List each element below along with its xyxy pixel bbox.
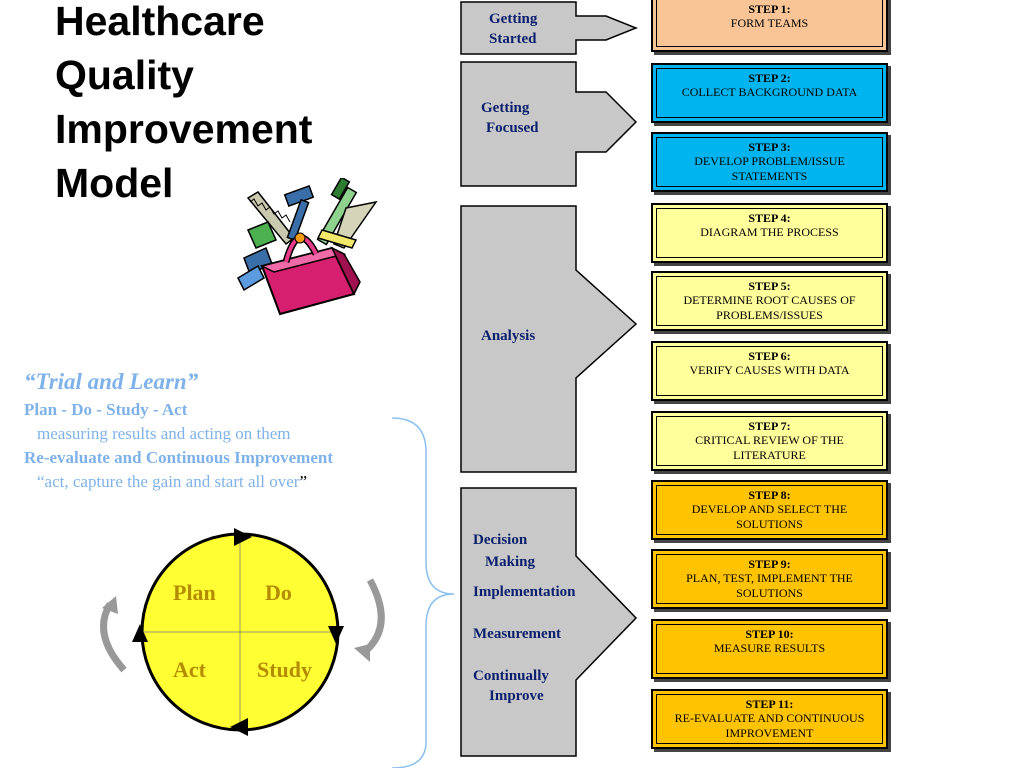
step-text: DIAGRAM THE PROCESS [700, 225, 839, 239]
step-text: VERIFY CAUSES WITH DATA [689, 363, 850, 377]
phase-line: Continually [473, 668, 549, 684]
phase-line: Started [489, 31, 537, 47]
phase-getting-focused: Getting Focused [481, 98, 539, 138]
step-inner: STEP 2:COLLECT BACKGROUND DATA [656, 68, 883, 118]
cycle-arrow-icon [100, 602, 127, 673]
cycle-arrow-icon [359, 578, 385, 657]
title-line-3: Improvement [55, 106, 313, 152]
step-box-9: STEP 9:PLAN, TEST, IMPLEMENT THE SOLUTIO… [651, 549, 888, 609]
step-text: COLLECT BACKGROUND DATA [681, 85, 858, 99]
phase-line: Getting [489, 11, 538, 27]
phase-line: Measurement [473, 626, 562, 642]
step-number: STEP 3: [748, 140, 791, 154]
step-number: STEP 6: [748, 349, 791, 363]
step-box-3: STEP 3:DEVELOP PROBLEM/ISSUE STATEMENTS [651, 132, 888, 192]
act-quote-text: “act, capture the gain and start all ove… [37, 472, 300, 491]
step-text: MEASURE RESULTS [713, 641, 826, 655]
phase-line: Making [485, 554, 536, 570]
step-number: STEP 9: [748, 557, 791, 571]
plan-label: Plan [173, 580, 216, 605]
step-inner: STEP 5:DETERMINE ROOT CAUSES OF PROBLEMS… [656, 276, 883, 326]
step-number: STEP 2: [748, 71, 791, 85]
step-text: FORM TEAMS [730, 16, 809, 30]
measuring-line: measuring results and acting on them [37, 424, 291, 443]
step-text: DEVELOP PROBLEM/ISSUE STATEMENTS [694, 154, 845, 183]
step-box-5: STEP 5:DETERMINE ROOT CAUSES OF PROBLEMS… [651, 271, 888, 331]
trial-heading: “Trial and Learn” [24, 369, 199, 394]
step-number: STEP 10: [745, 627, 794, 641]
step-inner: STEP 1:FORM TEAMS [656, 0, 883, 47]
step-inner: STEP 8:DEVELOP AND SELECT THE SOLUTIONS [656, 485, 883, 535]
trial-and-learn-block: “Trial and Learn” Plan - Do - Study - Ac… [24, 368, 424, 494]
phase-analysis: Analysis [481, 326, 535, 346]
brace-icon [391, 417, 455, 768]
step-text: DEVELOP AND SELECT THE SOLUTIONS [691, 502, 848, 531]
pdsa-cycle [100, 528, 385, 736]
step-number: STEP 8: [748, 488, 791, 502]
step-box-6: STEP 6:VERIFY CAUSES WITH DATA [651, 341, 888, 401]
study-label: Study [257, 657, 313, 682]
do-label: Do [265, 580, 292, 605]
step-inner: STEP 9:PLAN, TEST, IMPLEMENT THE SOLUTIO… [656, 554, 883, 604]
phase-line: Analysis [481, 328, 536, 344]
phase-line: Decision [473, 532, 528, 548]
step-box-4: STEP 4:DIAGRAM THE PROCESS [651, 203, 888, 263]
step-box-11: STEP 11:RE-EVALUATE AND CONTINUOUS IMPRO… [651, 689, 888, 749]
step-inner: STEP 6:VERIFY CAUSES WITH DATA [656, 346, 883, 396]
step-box-2: STEP 2:COLLECT BACKGROUND DATA [651, 63, 888, 123]
phase-getting-started: Getting Started [489, 9, 537, 49]
step-inner: STEP 3:DEVELOP PROBLEM/ISSUE STATEMENTS [656, 137, 883, 187]
phase-decision-making: Decision Making Implementation Measureme… [473, 529, 576, 707]
step-box-10: STEP 10:MEASURE RESULTS [651, 619, 888, 679]
act-quote-close: ” [299, 472, 307, 491]
page-title: Healthcare Quality Improvement Model [55, 0, 415, 210]
step-inner: STEP 4:DIAGRAM THE PROCESS [656, 208, 883, 258]
title-line-4: Model [55, 160, 174, 206]
step-number: STEP 4: [748, 211, 791, 225]
step-box-8: STEP 8:DEVELOP AND SELECT THE SOLUTIONS [651, 480, 888, 540]
phase-arrows [460, 1, 639, 757]
pdsa-line: Plan - Do - Study - Act [24, 400, 188, 419]
step-number: STEP 11: [745, 697, 794, 711]
phase-line: Getting [481, 100, 530, 116]
step-number: STEP 5: [748, 279, 791, 293]
act-label: Act [173, 657, 206, 682]
step-box-1: STEP 1:FORM TEAMS [651, 0, 888, 52]
toolbox-icon [237, 178, 378, 316]
step-number: STEP 1: [748, 2, 791, 16]
step-text: CRITICAL REVIEW OF THE LITERATURE [695, 433, 844, 462]
step-inner: STEP 7:CRITICAL REVIEW OF THE LITERATURE [656, 416, 883, 466]
step-text: PLAN, TEST, IMPLEMENT THE SOLUTIONS [686, 571, 853, 600]
title-line-2: Quality [55, 52, 194, 98]
reevaluate-line: Re-evaluate and Continuous Improvement [24, 448, 334, 467]
act-quote-line: “act, capture the gain and start all ove… [24, 470, 424, 494]
phase-line: Improve [489, 688, 544, 704]
step-inner: STEP 11:RE-EVALUATE AND CONTINUOUS IMPRO… [656, 694, 883, 744]
phase-line: Implementation [473, 584, 576, 600]
step-box-7: STEP 7:CRITICAL REVIEW OF THE LITERATURE [651, 411, 888, 471]
step-text: RE-EVALUATE AND CONTINUOUS IMPROVEMENT [674, 711, 865, 740]
title-line-1: Healthcare [55, 0, 265, 44]
step-inner: STEP 10:MEASURE RESULTS [656, 624, 883, 674]
phase-line: Focused [486, 120, 539, 136]
step-text: DETERMINE ROOT CAUSES OF PROBLEMS/ISSUES [683, 293, 856, 322]
step-number: STEP 7: [748, 419, 791, 433]
